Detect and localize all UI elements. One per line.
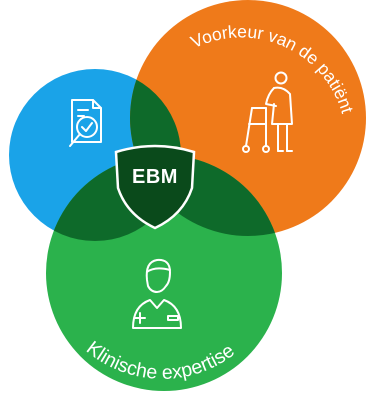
- ebm-shield: [114, 144, 196, 230]
- overlap-evidence-clinical: [46, 155, 181, 241]
- doctor-icon: [132, 258, 182, 329]
- elderly-walker-icon: [242, 71, 293, 153]
- magnifier-document-icon: [69, 99, 102, 147]
- overlap-patient-clinical: [130, 155, 282, 236]
- center-label: EBM: [132, 166, 178, 188]
